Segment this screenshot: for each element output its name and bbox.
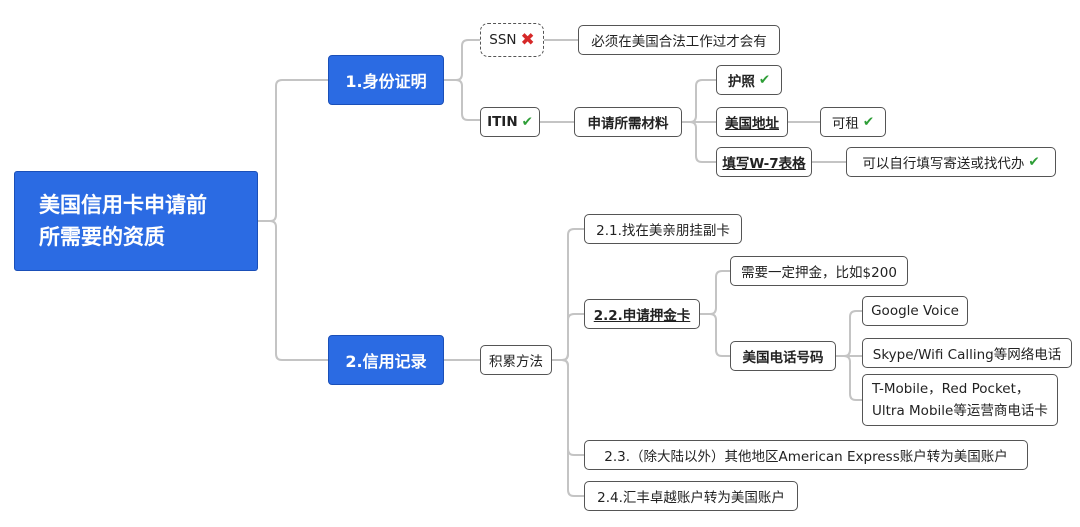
link-identity-ssn: [444, 39, 480, 81]
link-root-identity: [258, 79, 328, 222]
branch-credit-label: 2.信用记录: [345, 352, 427, 371]
itin-label: ITIN: [487, 114, 518, 130]
carrier-line1: T-Mobile，Red Pocket，: [872, 381, 1030, 397]
root-topic[interactable]: 美国信用卡申请前 所需要的资质: [14, 171, 258, 271]
link-identity-itin: [444, 79, 480, 121]
check-icon: ✔: [862, 114, 875, 130]
link-root-credit: [258, 220, 328, 361]
topic-materials[interactable]: 申请所需材料: [574, 107, 682, 137]
cross-icon: ✖: [520, 30, 535, 50]
method-label: 积累方法: [489, 354, 543, 370]
topic-ssn-note[interactable]: 必须在美国合法工作过才会有: [578, 25, 780, 55]
topic-us-address[interactable]: 美国地址: [716, 107, 788, 137]
topic-method[interactable]: 积累方法: [480, 345, 552, 375]
topic-ssn[interactable]: SSN ✖: [480, 23, 544, 57]
address-note-text: 可租: [831, 116, 859, 132]
root-title-line2: 所需要的资质: [39, 225, 165, 249]
ssn-label: SSN: [489, 32, 517, 48]
passport-label: 护照: [727, 74, 755, 90]
topic-skype-wifi[interactable]: Skype/Wifi Calling等网络电话: [862, 338, 1072, 368]
branch-identity[interactable]: 1.身份证明: [328, 55, 444, 105]
branch-identity-label: 1.身份证明: [345, 72, 427, 91]
check-icon: ✔: [758, 72, 771, 88]
topic-w7-form[interactable]: 填写W-7表格: [716, 147, 812, 177]
topic-m3[interactable]: 2.3.（除大陆以外）其他地区American Express账户转为美国账户: [584, 440, 1028, 470]
link-phone-opt3: [836, 355, 862, 401]
skype-wifi-text: Skype/Wifi Calling等网络电话: [872, 347, 1062, 363]
m1-text: 2.1.找在美亲朋挂副卡: [596, 223, 730, 239]
w7-note-text: 可以自行填写寄送或找代办: [862, 156, 1025, 172]
link-m2-phone: [700, 313, 730, 357]
check-icon: ✔: [521, 114, 533, 130]
topic-deposit[interactable]: 需要一定押金，比如$200: [730, 256, 908, 286]
topic-carrier-sim[interactable]: T-Mobile，Red Pocket， Ultra Mobile等运营商电话卡: [862, 374, 1058, 426]
branch-credit[interactable]: 2.信用记录: [328, 335, 444, 385]
deposit-text: 需要一定押金，比如$200: [741, 265, 897, 281]
ssn-note-text: 必须在美国合法工作过才会有: [591, 34, 767, 50]
materials-label: 申请所需材料: [587, 116, 669, 132]
topic-google-voice[interactable]: Google Voice: [862, 296, 968, 326]
topic-passport[interactable]: 护照 ✔: [716, 65, 782, 95]
link-m2-deposit: [700, 270, 730, 315]
m4-text: 2.4.汇丰卓越账户转为美国账户: [597, 490, 785, 506]
topic-w7-note[interactable]: 可以自行填写寄送或找代办 ✔: [846, 147, 1056, 177]
link-phone-opt1: [836, 310, 862, 357]
link-materials-w7: [682, 121, 716, 163]
check-icon: ✔: [1028, 154, 1040, 170]
us-phone-label: 美国电话号码: [742, 350, 824, 366]
link-materials-passport: [682, 79, 716, 123]
link-method-m4: [552, 359, 584, 497]
carrier-line2: Ultra Mobile等运营商电话卡: [872, 403, 1048, 419]
topic-itin[interactable]: ITIN ✔: [480, 107, 540, 137]
topic-address-note[interactable]: 可租 ✔: [820, 107, 886, 137]
m3-text: 2.3.（除大陆以外）其他地区American Express账户转为美国账户: [604, 449, 1008, 465]
topic-m4[interactable]: 2.4.汇丰卓越账户转为美国账户: [584, 481, 798, 511]
w7-label: 填写W-7表格: [722, 156, 806, 172]
us-address-label: 美国地址: [725, 116, 779, 132]
google-voice-text: Google Voice: [871, 303, 959, 319]
link-method-m2: [552, 313, 584, 361]
topic-us-phone[interactable]: 美国电话号码: [730, 341, 836, 371]
topic-m2[interactable]: 2.2.申请押金卡: [584, 299, 700, 329]
root-title-line1: 美国信用卡申请前: [39, 193, 207, 217]
topic-m1[interactable]: 2.1.找在美亲朋挂副卡: [584, 214, 742, 244]
m2-label: 2.2.申请押金卡: [593, 308, 691, 324]
